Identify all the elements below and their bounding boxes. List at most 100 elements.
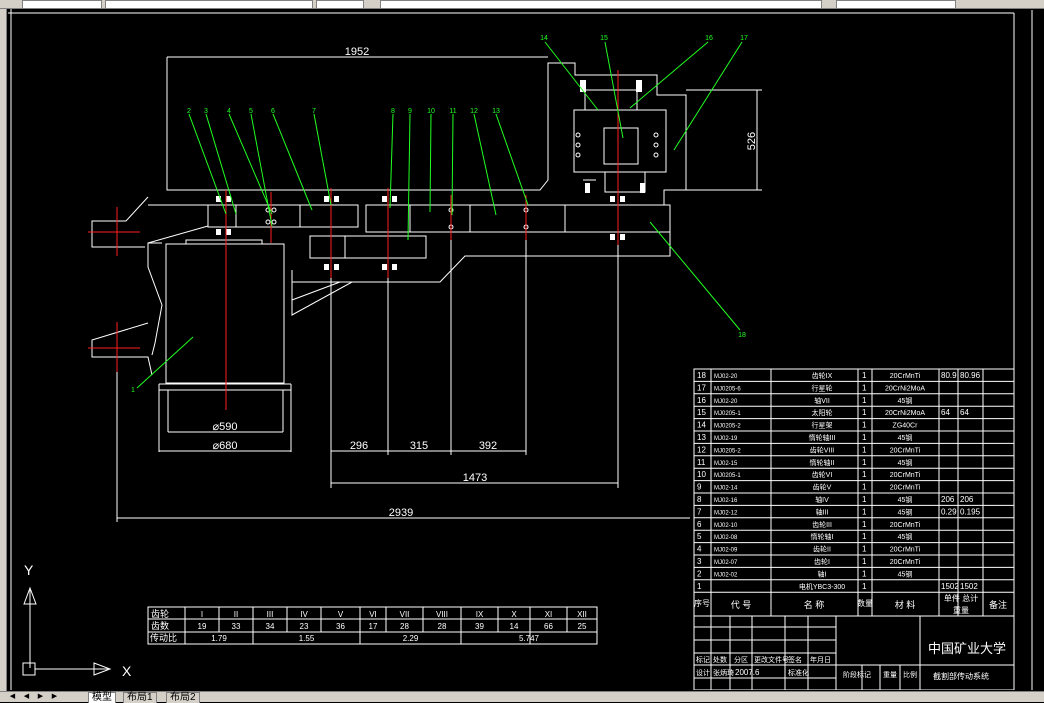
part-no: 16 bbox=[697, 396, 706, 405]
toolbar-field[interactable] bbox=[105, 0, 313, 9]
callout-7: 7 bbox=[312, 108, 316, 115]
teeth-value: 33 bbox=[232, 622, 241, 631]
part-code: MJ02-09 bbox=[714, 548, 738, 554]
part-qty: 1 bbox=[862, 421, 867, 430]
part-no: 11 bbox=[697, 458, 706, 467]
toolbar-field[interactable] bbox=[22, 0, 102, 9]
part-name: 电机YBC3-300 bbox=[799, 582, 845, 591]
part-no: 8 bbox=[697, 495, 702, 504]
part-code: MJ0205-2 bbox=[714, 448, 741, 454]
part-material: 20CrMnTi bbox=[890, 547, 921, 554]
ucs-labels: Y X bbox=[24, 562, 132, 679]
ratio-value: 5.747 bbox=[519, 634, 540, 643]
part-no: 5 bbox=[697, 532, 702, 541]
part-name: 齿轮V bbox=[813, 483, 832, 492]
part-weight-total: 80.96 bbox=[960, 371, 981, 380]
part-material: 20CrNi2MoA bbox=[885, 385, 925, 392]
gear-table-grid bbox=[147, 606, 598, 645]
toolbar-field[interactable] bbox=[380, 0, 822, 9]
part-code: MJ02-16 bbox=[714, 498, 738, 504]
gear-table-text: 齿轮 齿数 传动比 bbox=[150, 608, 177, 643]
gear-label: VII bbox=[400, 610, 410, 619]
tb-standard: 标准化 bbox=[788, 668, 809, 677]
gear-row-upper bbox=[207, 89, 671, 259]
header-weight: 单件 总计 bbox=[944, 593, 978, 603]
part-code: MJ02-20 bbox=[714, 374, 738, 380]
gear-label: IX bbox=[476, 610, 484, 619]
part-no: 13 bbox=[697, 433, 706, 442]
gear-label: XII bbox=[577, 610, 587, 619]
callout-4: 4 bbox=[227, 108, 231, 115]
gear-label: III bbox=[267, 610, 274, 619]
dimension-texts: 1952 ⌀590 ⌀680 296 315 392 1473 2939 526 bbox=[213, 46, 758, 519]
part-no: 3 bbox=[697, 557, 702, 566]
tab-model[interactable]: 模型 bbox=[88, 692, 116, 703]
part-no: 12 bbox=[697, 445, 706, 454]
part-qty: 1 bbox=[862, 445, 867, 454]
gear-label: IV bbox=[300, 610, 308, 619]
gear-label: V bbox=[338, 610, 344, 619]
callout-14: 14 bbox=[540, 35, 548, 42]
part-material: ZG40Cr bbox=[893, 423, 919, 430]
toolbar-field[interactable] bbox=[836, 0, 956, 9]
part-no: 17 bbox=[697, 383, 706, 392]
teeth-value: 25 bbox=[578, 622, 587, 631]
part-no: 15 bbox=[697, 408, 706, 417]
tb-mark: 标记 bbox=[696, 655, 710, 664]
dim-296: 296 bbox=[350, 440, 368, 452]
drawing-canvas[interactable]: 2 3 4 5 6 7 8 9 10 11 12 13 14 15 16 17 … bbox=[7, 9, 1044, 691]
part-no: 6 bbox=[697, 520, 702, 529]
part-material: 45钢 bbox=[898, 396, 913, 405]
toolbar-field[interactable] bbox=[316, 0, 364, 9]
part-name: 行星架 bbox=[812, 421, 833, 430]
gear-label: I bbox=[201, 610, 203, 619]
part-weight-total: 1502 bbox=[960, 582, 978, 591]
part-name: 齿轮IX bbox=[812, 371, 833, 380]
part-qty: 1 bbox=[862, 507, 867, 516]
teeth-table-label: 齿数 bbox=[151, 620, 169, 631]
callout-6: 6 bbox=[271, 108, 275, 115]
part-code: MJ0205-6 bbox=[714, 386, 741, 392]
part-name: 惰轮轴III bbox=[809, 433, 836, 442]
callout-17: 17 bbox=[740, 35, 748, 42]
part-name: 齿轮VIII bbox=[810, 445, 835, 454]
part-name: 惰轮轴II bbox=[810, 458, 835, 467]
part-name: 齿轮VI bbox=[812, 470, 833, 479]
part-qty: 1 bbox=[862, 408, 867, 417]
tb-date: 年月日 bbox=[810, 655, 831, 664]
tab-layout1[interactable]: 布局1 bbox=[123, 692, 157, 703]
tab-first-icon[interactable]: ◀ bbox=[9, 693, 16, 700]
parts-row: 12 MJ0205-2 齿轮VIII 1 20CrMnTi bbox=[694, 445, 1014, 457]
leader-lines bbox=[136, 41, 743, 389]
motor-body bbox=[158, 239, 292, 452]
dimension-lines bbox=[116, 56, 762, 522]
part-no: 2 bbox=[697, 569, 702, 578]
tab-last-icon[interactable]: ▶ bbox=[51, 693, 58, 700]
part-no: 1 bbox=[697, 582, 702, 591]
callout-15: 15 bbox=[600, 35, 608, 42]
part-code: MJ02-02 bbox=[714, 572, 738, 578]
part-code: MJ02-12 bbox=[714, 510, 738, 516]
tab-next-icon[interactable]: ▶ bbox=[37, 693, 44, 700]
part-qty: 1 bbox=[862, 470, 867, 479]
part-material: 20CrMnTi bbox=[890, 447, 921, 454]
tab-layout2[interactable]: 布局2 bbox=[166, 692, 200, 703]
part-code: MJ02-15 bbox=[714, 461, 738, 467]
header-no: 序号 bbox=[694, 598, 710, 608]
header-note: 备注 bbox=[989, 599, 1007, 610]
part-material: 20CrMnTi bbox=[890, 485, 921, 492]
part-name: 轴I bbox=[818, 569, 827, 578]
part-code: MJ02-14 bbox=[714, 486, 738, 492]
part-qty: 1 bbox=[862, 433, 867, 442]
tab-prev-icon[interactable]: ◀ bbox=[23, 693, 30, 700]
part-weight-unit: 0.29 bbox=[941, 507, 957, 516]
part-no: 4 bbox=[697, 545, 702, 554]
